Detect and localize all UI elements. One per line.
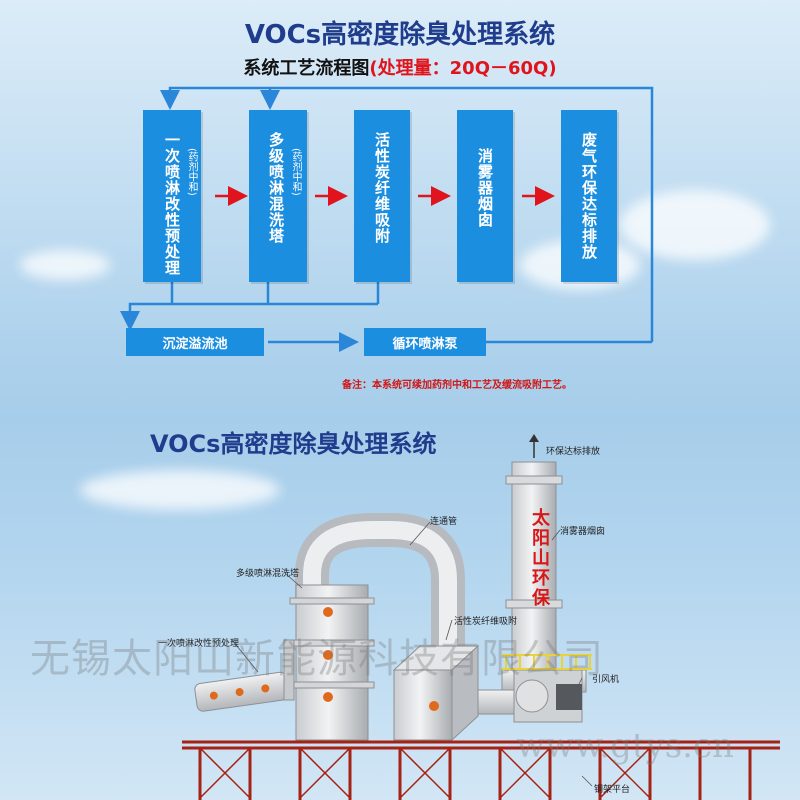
stage-label: 一次喷淋改性预处理: [163, 132, 181, 276]
stage-box-exhaust: 废气环保达标排放: [561, 110, 617, 282]
label-demister-chimney: 消雾器烟囱: [560, 527, 606, 537]
stage-label: 消雾器烟囱: [476, 148, 494, 228]
flowchart-subtitle: 系统工艺流程图(处理量：20Q－60Q): [0, 54, 800, 80]
stage-label: 多级喷淋混洗塔: [267, 132, 285, 244]
main-title: VOCs高密度除臭处理系统: [244, 20, 556, 50]
stage-box-demister: 消雾器烟囱: [457, 110, 513, 282]
label-induced-fan: 引风机: [592, 675, 620, 685]
remark-note: 备注：本系统可续加药剂中和工艺及缓流吸附工艺。: [342, 380, 572, 391]
label-multi-tower: 多级喷淋混洗塔: [236, 569, 300, 579]
brand-logo-text: 太阳山环保: [529, 508, 550, 608]
stage-box-multi-tower: 多级喷淋混洗塔 (药剂中和): [249, 110, 307, 282]
stage-sublabel: (药剂中和): [290, 148, 301, 196]
stage-label: 废气环保达标排放: [580, 132, 598, 260]
diagram-title: VOCs高密度除臭处理系统: [150, 430, 437, 458]
subtitle-prefix: 系统工艺流程图: [243, 58, 370, 79]
company-watermark: 无锡太阳山新能源科技有限公司: [30, 636, 604, 682]
stage-sublabel: (药剂中和): [186, 148, 197, 196]
label-exhaust: 环保达标排放: [546, 447, 601, 457]
label-connector-pipe: 连通管: [430, 517, 458, 527]
label-carbon-adsorption: 活性炭纤维吸附: [454, 617, 518, 627]
sedimentation-tank-box: 沉淀溢流池: [126, 328, 264, 356]
subtitle-capacity: (处理量：20Q－60Q): [369, 58, 557, 79]
label-pretreatment: 一次喷淋改性预处理: [158, 639, 240, 649]
stage-label: 活性炭纤维吸附: [373, 132, 391, 244]
label-steel-platform: 钢架平台: [594, 785, 631, 795]
circulation-pump-box: 循环喷淋泵: [364, 328, 486, 356]
stage-box-pretreat: 一次喷淋改性预处理 (药剂中和): [143, 110, 201, 282]
url-watermark: www.gtys.cn: [516, 726, 734, 766]
stage-box-carbon: 活性炭纤维吸附: [354, 110, 410, 282]
